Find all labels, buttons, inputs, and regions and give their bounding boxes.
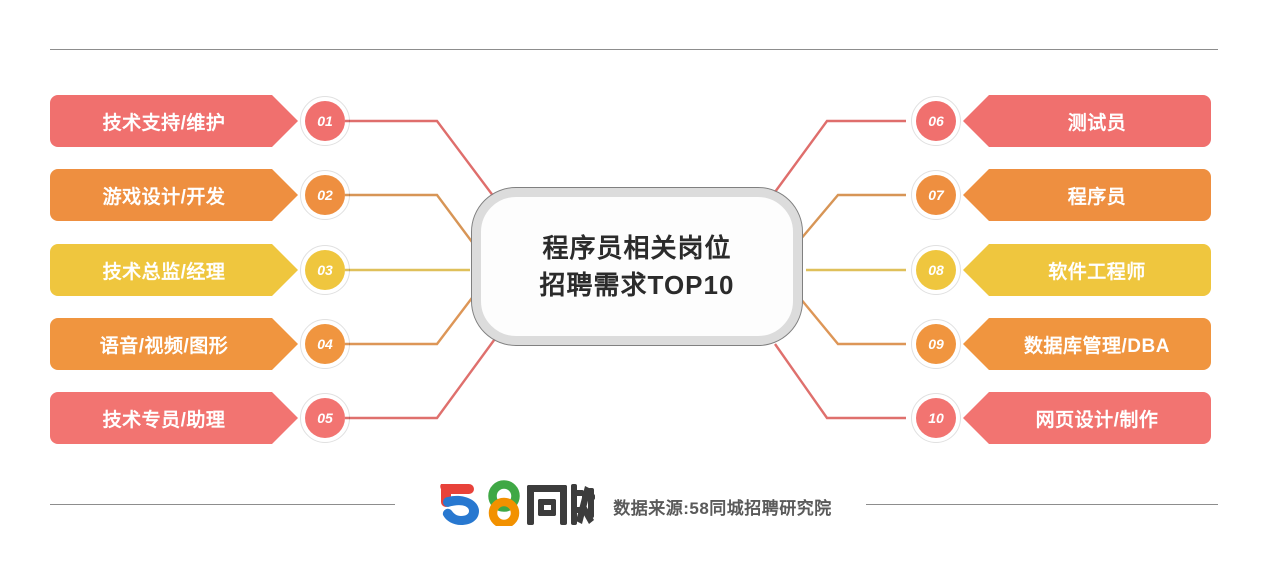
footer: 数据来源:58同城招聘研究院 (0, 474, 1267, 532)
badge-ring-08 (911, 245, 961, 295)
bar-03[interactable]: 技术总监/经理 (50, 244, 298, 296)
bar-label-07: 程序员 (1067, 186, 1127, 208)
bar-label-08: 软件工程师 (1048, 261, 1146, 283)
badge-01[interactable]: 01 (300, 96, 350, 146)
list-item-04[interactable]: 语音/视频/图形 04 (50, 318, 350, 370)
logo-58-icon (440, 480, 596, 526)
badge-ring-03 (300, 245, 350, 295)
badge-ring-07 (911, 170, 961, 220)
bar-05[interactable]: 技术专员/助理 (50, 392, 298, 444)
list-item-07[interactable]: 程序员 07 (911, 169, 1211, 221)
badge-number-09: 09 (928, 336, 944, 352)
bar-07[interactable]: 程序员 (963, 169, 1211, 221)
chevron-right-shape (50, 244, 298, 296)
badge-number-06: 06 (928, 113, 944, 129)
bar-09[interactable]: 数据库管理/DBA (963, 318, 1211, 370)
bar-label-06: 测试员 (1067, 112, 1127, 134)
badge-number-02: 02 (317, 187, 333, 203)
bar-02[interactable]: 游戏设计/开发 (50, 169, 298, 221)
chevron-left-shape (963, 392, 1211, 444)
badge-10[interactable]: 10 (911, 393, 961, 443)
bar-01[interactable]: 技术支持/维护 (50, 95, 298, 147)
bar-label-01: 技术支持/维护 (102, 112, 226, 134)
list-item-03[interactable]: 技术总监/经理 03 (50, 244, 350, 296)
badge-number-08: 08 (928, 262, 944, 278)
bottom-divider-right (866, 504, 1218, 505)
badge-ring-01 (300, 96, 350, 146)
list-item-08[interactable]: 软件工程师 08 (911, 244, 1211, 296)
chevron-left-shape (963, 169, 1211, 221)
badge-number-05: 05 (317, 410, 333, 426)
bar-08[interactable]: 软件工程师 (963, 244, 1211, 296)
bar-label-04: 语音/视频/图形 (99, 335, 229, 357)
logo-58tongcheng (435, 480, 596, 526)
badge-ring-06 (911, 96, 961, 146)
data-source-label: 数据来源:58同城招聘研究院 (613, 498, 832, 518)
bar-04[interactable]: 语音/视频/图形 (50, 318, 298, 370)
centre-node: 程序员相关岗位 招聘需求TOP10 (471, 187, 803, 346)
bar-label-10: 网页设计/制作 (1035, 409, 1159, 431)
badge-06[interactable]: 06 (911, 96, 961, 146)
chevron-left-shape (963, 244, 1211, 296)
bar-label-02: 游戏设计/开发 (102, 186, 226, 208)
centre-title-line1: 程序员相关岗位 (542, 232, 732, 263)
bar-10[interactable]: 网页设计/制作 (963, 392, 1211, 444)
badge-ring-09 (911, 319, 961, 369)
bar-label-05: 技术专员/助理 (102, 409, 226, 431)
badge-03[interactable]: 03 (300, 245, 350, 295)
badge-ring-10 (911, 393, 961, 443)
badge-ring-05 (300, 393, 350, 443)
bar-label-09: 数据库管理/DBA (1024, 335, 1170, 357)
top-divider (50, 49, 1218, 50)
bar-label-03: 技术总监/经理 (102, 261, 226, 283)
chevron-right-shape (50, 318, 298, 370)
badge-08[interactable]: 08 (911, 245, 961, 295)
badge-number-04: 04 (317, 336, 333, 352)
chevron-left-shape (963, 318, 1211, 370)
list-item-05[interactable]: 技术专员/助理 05 (50, 392, 350, 444)
chevron-left-shape (963, 95, 1211, 147)
list-item-06[interactable]: 测试员 06 (911, 95, 1211, 147)
badge-05[interactable]: 05 (300, 393, 350, 443)
list-item-02[interactable]: 游戏设计/开发 02 (50, 169, 350, 221)
bottom-divider-left (50, 504, 395, 505)
centre-title-line2: 招聘需求TOP10 (539, 269, 735, 300)
list-item-01[interactable]: 技术支持/维护 01 (50, 95, 350, 147)
list-item-09[interactable]: 数据库管理/DBA 09 (911, 318, 1211, 370)
badge-number-03: 03 (317, 262, 333, 278)
chevron-right-shape (50, 169, 298, 221)
badge-number-07: 07 (928, 187, 944, 203)
badge-number-01: 01 (317, 113, 333, 129)
chevron-right-shape (50, 95, 298, 147)
bar-06[interactable]: 测试员 (963, 95, 1211, 147)
badge-number-10: 10 (928, 410, 944, 426)
list-item-10[interactable]: 网页设计/制作 10 (911, 392, 1211, 444)
badge-09[interactable]: 09 (911, 319, 961, 369)
badge-ring-02 (300, 170, 350, 220)
badge-04[interactable]: 04 (300, 319, 350, 369)
badge-ring-04 (300, 319, 350, 369)
badge-07[interactable]: 07 (911, 170, 961, 220)
badge-02[interactable]: 02 (300, 170, 350, 220)
chevron-right-shape (50, 392, 298, 444)
